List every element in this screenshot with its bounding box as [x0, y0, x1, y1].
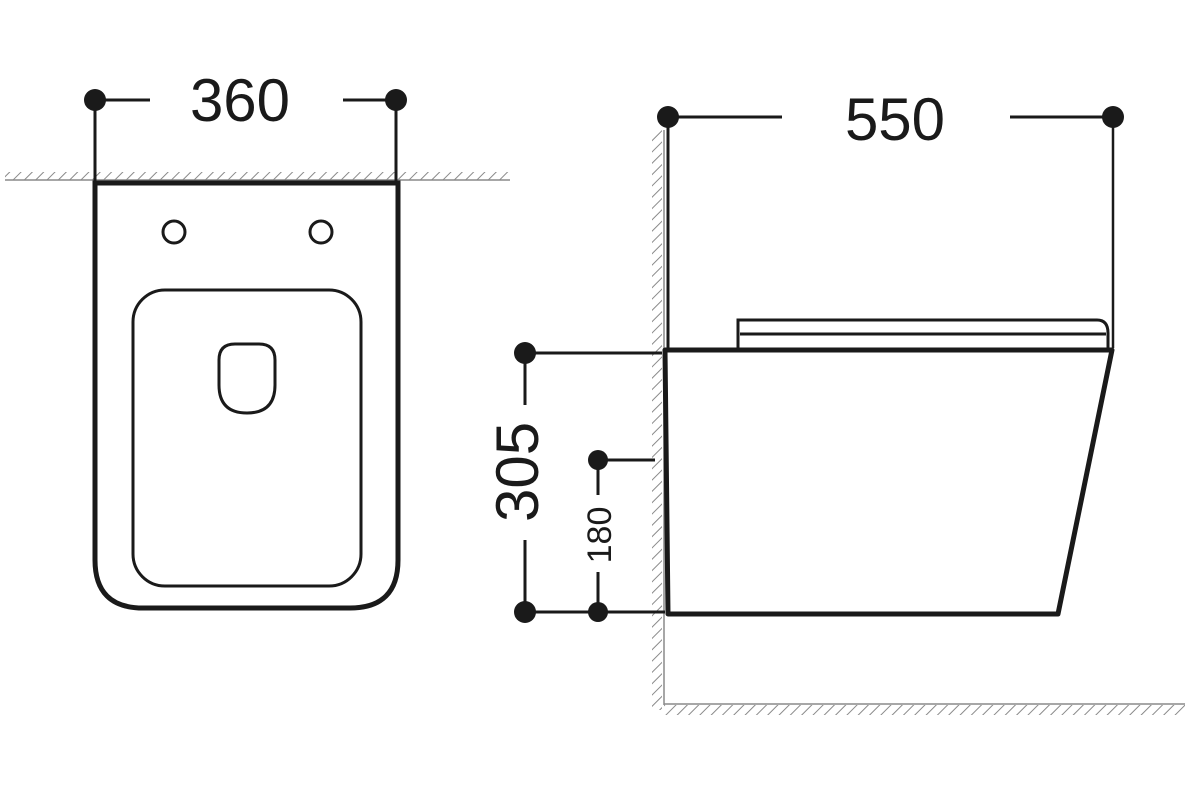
- ceiling-hatch: [5, 172, 510, 180]
- height-dimension: [514, 342, 665, 623]
- seat-lid: [736, 318, 1110, 348]
- depth-label: 550: [845, 86, 945, 153]
- bowl-outline: [92, 180, 401, 611]
- outlet-height-label: 180: [581, 507, 619, 564]
- depth-dimension: [657, 106, 1124, 350]
- height-label: 305: [484, 422, 551, 522]
- mounting-hole-left: [161, 219, 187, 245]
- wall-hatch: [652, 130, 662, 710]
- seat-outline: [131, 288, 363, 588]
- front-view: 360: [5, 67, 510, 611]
- outlet-height-dimension: [588, 450, 655, 622]
- width-label: 360: [190, 67, 290, 134]
- width-dimension: [84, 89, 407, 183]
- floor-hatch: [664, 705, 1185, 715]
- mounting-hole-right: [308, 219, 334, 245]
- bowl-side-outline: [662, 347, 1115, 617]
- side-view: 550 305 180: [484, 86, 1185, 715]
- bowl-opening: [217, 342, 277, 415]
